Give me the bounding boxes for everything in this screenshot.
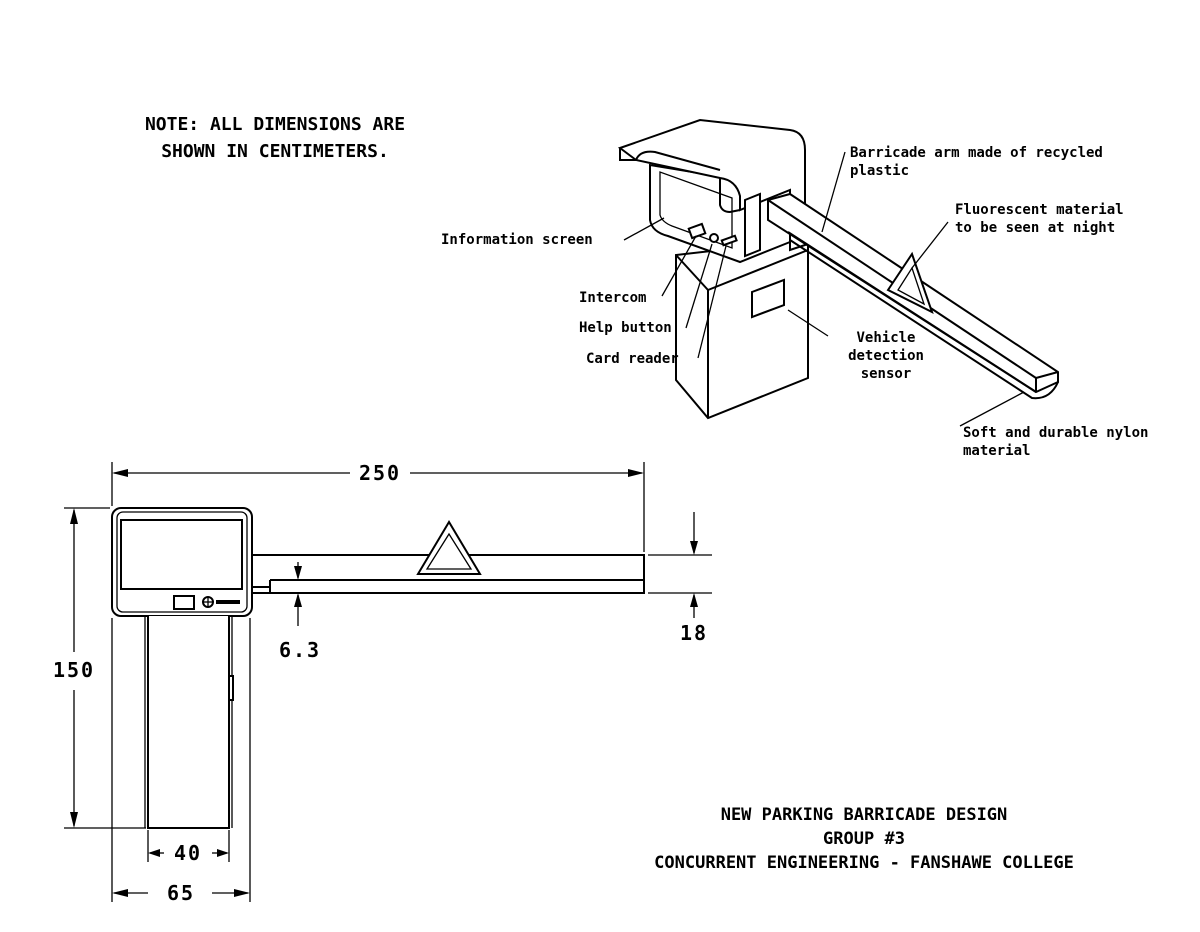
callout-vehicle-sensor-3: sensor bbox=[861, 366, 912, 382]
callout-fluorescent-1: Fluorescent material bbox=[955, 202, 1124, 218]
dim-post-width: 40 bbox=[174, 841, 202, 865]
front-screen bbox=[120, 519, 243, 590]
fluorescent-triangle bbox=[886, 251, 934, 314]
callout-barricade-arm-2: plastic bbox=[850, 163, 909, 179]
front-post bbox=[147, 616, 230, 829]
title-line-3: CONCURRENT ENGINEERING - FANSHAWE COLLEG… bbox=[654, 853, 1074, 873]
leader-intercom bbox=[661, 235, 697, 297]
card-reader-slot bbox=[720, 234, 738, 247]
note-line-1: NOTE: ALL DIMENSIONS ARE bbox=[145, 114, 405, 135]
dim-arm-height: 18 bbox=[680, 621, 708, 645]
title-line-2: GROUP #3 bbox=[823, 829, 905, 849]
callout-card-reader: Card reader bbox=[586, 351, 679, 367]
vehicle-detection-sensor bbox=[751, 278, 785, 319]
leader-barricade-arm bbox=[821, 151, 846, 233]
callout-intercom: Intercom bbox=[579, 290, 646, 306]
leader-vehicle-sensor bbox=[787, 309, 829, 337]
post-column bbox=[675, 238, 809, 420]
callout-vehicle-sensor-2: detection bbox=[848, 348, 924, 364]
front-elevation bbox=[111, 507, 645, 829]
leader-card-reader bbox=[697, 245, 727, 359]
title-block: NEW PARKING BARRICADE DESIGN GROUP #3 CO… bbox=[654, 805, 1074, 873]
dim-base-width: 65 bbox=[167, 881, 195, 905]
callout-nylon-1: Soft and durable nylon bbox=[963, 425, 1148, 441]
note-line-2: SHOWN IN CENTIMETERS. bbox=[161, 141, 389, 162]
front-triangle bbox=[416, 520, 482, 575]
dim-strip-height: 6.3 bbox=[279, 638, 321, 662]
callout-vehicle-sensor-1: Vehicle bbox=[856, 330, 915, 346]
help-button-icon bbox=[709, 233, 719, 243]
dim-post-height: 150 bbox=[53, 658, 95, 682]
leader-nylon bbox=[959, 391, 1025, 427]
intercom-grille bbox=[687, 222, 707, 240]
dim-arm-length: 250 bbox=[359, 461, 401, 485]
front-card-reader bbox=[216, 600, 240, 604]
callout-barricade-arm-1: Barricade arm made of recycled bbox=[850, 145, 1103, 161]
dimension-lines: 250 150 40 65 18 bbox=[53, 461, 712, 905]
front-intercom bbox=[173, 595, 195, 610]
callout-fluorescent-2: to be seen at night bbox=[955, 220, 1115, 236]
leader-fluorescent bbox=[911, 221, 949, 269]
leader-information-screen bbox=[623, 217, 665, 241]
leader-help-button bbox=[685, 243, 713, 329]
callout-help-button: Help button bbox=[579, 320, 672, 336]
callout-information-screen: Information screen bbox=[441, 232, 593, 248]
callout-nylon-2: material bbox=[963, 443, 1030, 459]
isometric-view bbox=[617, 118, 1059, 420]
title-line-1: NEW PARKING BARRICADE DESIGN bbox=[721, 805, 1008, 825]
